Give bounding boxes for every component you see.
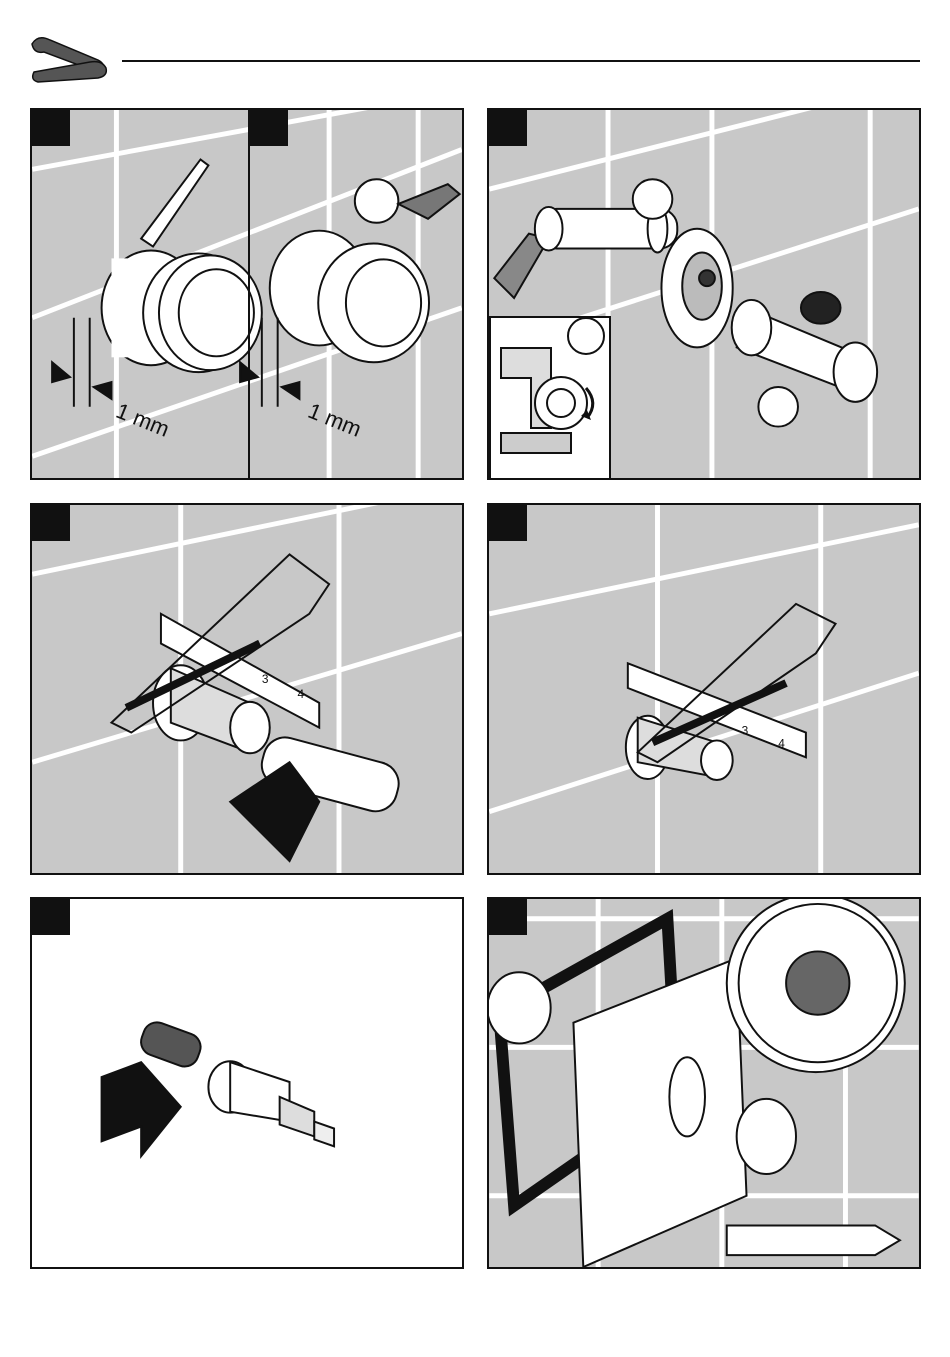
tile-wall-illustration xyxy=(32,110,462,478)
step-number-box xyxy=(489,899,527,935)
panel-flush-valve xyxy=(487,108,921,480)
tile-wall-illustration xyxy=(489,899,919,1267)
inset-valve-detail xyxy=(489,316,611,480)
tile-wall-illustration: 3 4 xyxy=(32,505,462,873)
ruler-mark: 3 xyxy=(742,724,749,738)
ruler-mark: 4 xyxy=(297,687,304,701)
step-number-box xyxy=(32,505,70,541)
panel-rough-in-depth: 1 mm 1 mm xyxy=(30,108,464,480)
step-number-box xyxy=(32,110,70,146)
panel-divider xyxy=(248,110,250,478)
step-number-box xyxy=(250,110,288,146)
extension-assembly-illustration xyxy=(32,899,462,1267)
step-number-box xyxy=(489,110,527,146)
step-number-box xyxy=(32,899,70,935)
panel-insert-extension xyxy=(30,897,464,1269)
tools-icon xyxy=(28,32,110,88)
header-rule xyxy=(122,60,920,62)
panel-tighten-valve xyxy=(487,897,921,1269)
tile-wall-illustration: 3 4 xyxy=(489,505,919,873)
saw-and-ruler xyxy=(111,554,403,861)
step-number-box xyxy=(489,505,527,541)
mixer-body-right xyxy=(270,179,460,362)
panel-measure-cut: 3 4 xyxy=(487,503,921,875)
panel-cut-extension: 3 4 xyxy=(30,503,464,875)
ruler-mark: 4 xyxy=(778,736,785,750)
mixer-body-left xyxy=(102,159,262,372)
ruler-mark: 3 xyxy=(262,672,269,686)
